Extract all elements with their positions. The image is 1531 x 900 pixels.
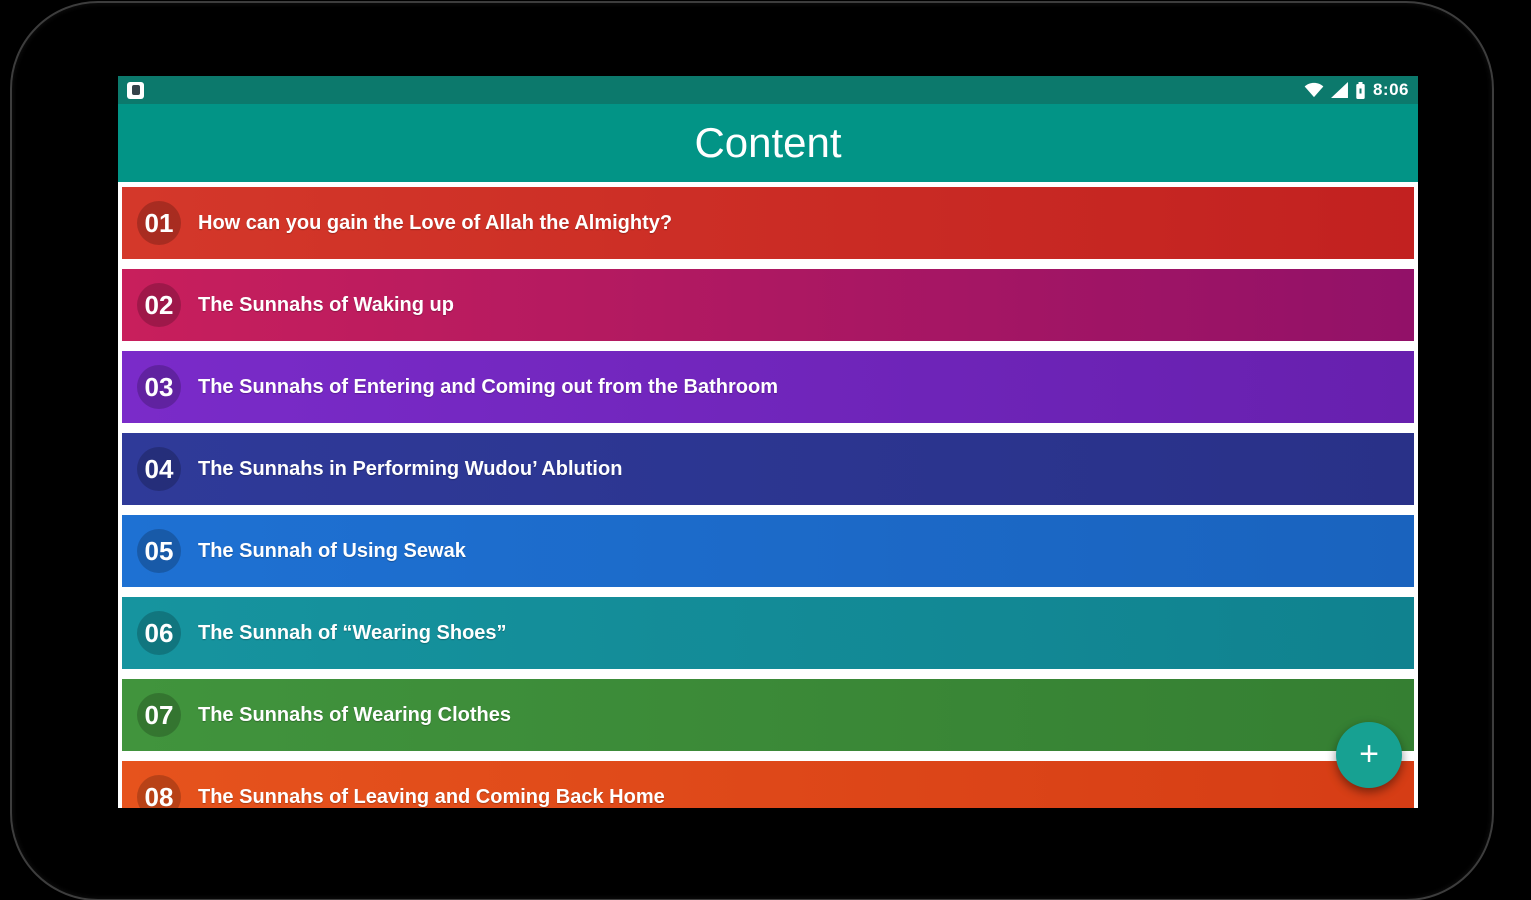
item-number-badge: 06 (137, 611, 181, 655)
wifi-icon (1304, 82, 1324, 98)
item-number: 02 (144, 289, 174, 320)
item-title: The Sunnahs of Entering and Coming out f… (198, 375, 778, 398)
item-number: 01 (144, 207, 174, 238)
item-number-badge: 02 (137, 283, 181, 327)
item-title: The Sunnahs in Performing Wudou’ Ablutio… (198, 457, 623, 480)
add-button[interactable]: + (1336, 722, 1402, 788)
item-title: The Sunnahs of Waking up (198, 293, 454, 316)
list-item[interactable]: 08 The Sunnahs of Leaving and Coming Bac… (122, 761, 1414, 808)
item-number-badge: 01 (137, 201, 181, 245)
item-title: The Sunnah of “Wearing Shoes” (198, 621, 507, 644)
item-number: 03 (144, 371, 174, 402)
list-item[interactable]: 04 The Sunnahs in Performing Wudou’ Ablu… (122, 433, 1414, 505)
item-number-badge: 03 (137, 365, 181, 409)
list-item[interactable]: 07 The Sunnahs of Wearing Clothes (122, 679, 1414, 751)
item-number: 08 (144, 781, 174, 809)
battery-icon (1355, 81, 1366, 99)
item-number: 05 (144, 535, 174, 566)
item-number: 04 (144, 453, 174, 484)
list-item[interactable]: 06 The Sunnah of “Wearing Shoes” (122, 597, 1414, 669)
notification-glyph (131, 85, 140, 95)
item-number-badge: 07 (137, 693, 181, 737)
item-number: 06 (144, 617, 174, 648)
item-title: How can you gain the Love of Allah the A… (198, 211, 673, 234)
list-item[interactable]: 05 The Sunnah of Using Sewak (122, 515, 1414, 587)
app-screen: 8:06 Content 01 How can you gain the Lov… (118, 76, 1418, 808)
app-bar: Content (118, 104, 1418, 182)
status-time: 8:06 (1372, 80, 1409, 99)
list-item[interactable]: 03 The Sunnahs of Entering and Coming ou… (122, 351, 1414, 423)
item-title: The Sunnah of Using Sewak (198, 539, 466, 562)
status-bar: 8:06 (118, 76, 1418, 104)
list-item[interactable]: 01 How can you gain the Love of Allah th… (122, 187, 1414, 259)
list-item[interactable]: 02 The Sunnahs of Waking up (122, 269, 1414, 341)
content-list[interactable]: 01 How can you gain the Love of Allah th… (118, 182, 1418, 808)
item-number: 07 (144, 699, 174, 730)
item-number-badge: 08 (137, 775, 181, 808)
plus-icon: + (1359, 735, 1379, 773)
item-number-badge: 05 (137, 529, 181, 573)
item-title: The Sunnahs of Wearing Clothes (198, 703, 511, 726)
item-number-badge: 04 (137, 447, 181, 491)
notification-icon (127, 81, 144, 99)
page-title: Content (694, 119, 842, 166)
item-title: The Sunnahs of Leaving and Coming Back H… (198, 785, 665, 808)
status-icons: 8:06 (1304, 80, 1409, 100)
cellular-signal-icon (1330, 82, 1348, 98)
